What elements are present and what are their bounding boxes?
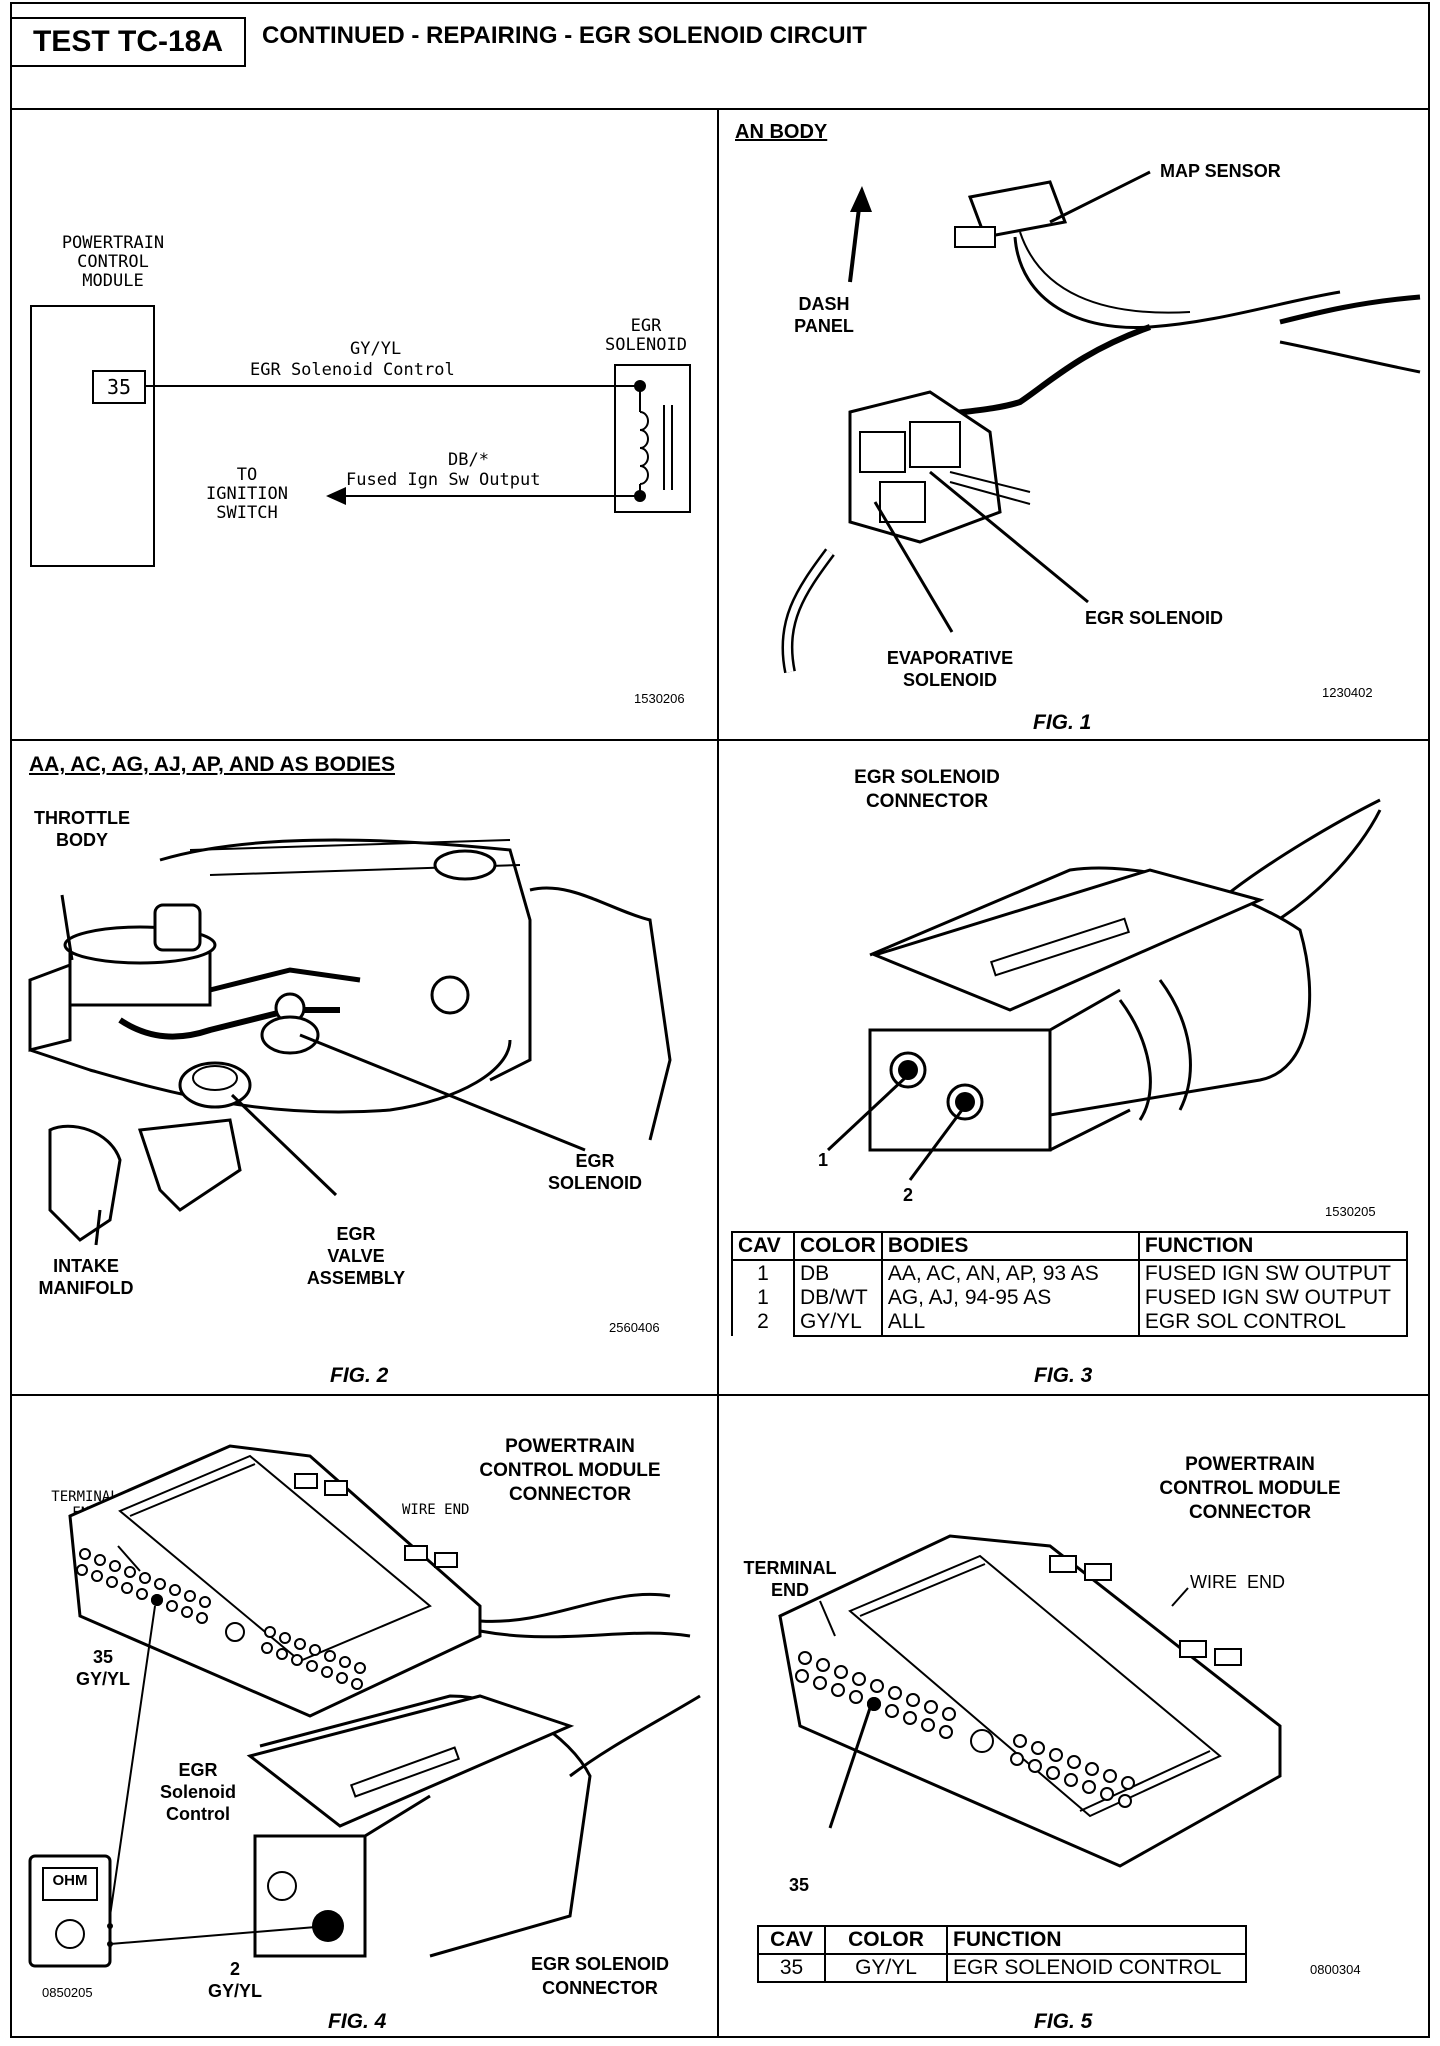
test-id-box: TEST TC-18A	[10, 17, 246, 67]
fig3-illustration	[826, 798, 1382, 1181]
fig4-pin-rows	[76, 1548, 366, 1690]
col-cav: CAV	[731, 1231, 795, 1261]
cell-cav: 1 1 2	[731, 1259, 795, 1336]
fig4-egr-control: EGR Solenoid Control	[160, 1760, 236, 1824]
ignition-label: TO IGNITION SWITCH	[206, 465, 288, 523]
schematic-code: 1530206	[634, 691, 685, 706]
fig5-table-header: CAV COLOR FUNCTION	[757, 1925, 1247, 1955]
fig2-heading: AA, AC, AG, AJ, AP, AND AS BODIES	[29, 753, 395, 776]
fig5-pin35: 35	[789, 1875, 810, 1895]
fig5-wire-end: WIRE END	[1190, 1572, 1286, 1592]
col-function: FUNCTION	[946, 1925, 1247, 1955]
cell-color: GY/YL	[824, 1953, 948, 1983]
fig3-table: CAV COLOR BODIES FUNCTION 1 1 2 DB DB/WT…	[731, 1231, 1409, 1337]
fig4-pin2: 2 GY/YL	[207, 1959, 262, 2001]
fig1-heading: AN BODY	[735, 121, 828, 143]
fig5-pcm-connector: POWERTRAIN CONTROL MODULE CONNECTOR	[1159, 1454, 1341, 1523]
fig3-code: 1530205	[1325, 1204, 1376, 1219]
table-row: 35 GY/YL EGR SOLENOID CONTROL	[757, 1953, 1247, 1983]
table-row: 1 1 2 DB DB/WT GY/YL AA, AC, AN, AP, 93 …	[731, 1259, 1409, 1337]
fig3-connector-label: EGR SOLENOID CONNECTOR	[854, 767, 1000, 812]
fig2-intake-manifold: INTAKE MANIFOLD	[38, 1256, 134, 1298]
solenoid-label: EGR SOLENOID	[605, 316, 687, 355]
fig4-pcm-connector: POWERTRAIN CONTROL MODULE CONNECTOR	[479, 1436, 661, 1505]
fig1-map-sensor: MAP SENSOR	[1160, 161, 1281, 181]
wire2-color: DB/*	[448, 450, 489, 470]
fig2-illustration	[28, 838, 672, 1246]
col-cav: CAV	[757, 1925, 826, 1955]
fig4-meter-label: OHM	[52, 1872, 88, 1889]
fig1-illustration	[781, 170, 1421, 674]
col-bodies: BODIES	[880, 1231, 1140, 1261]
cell-color: DB DB/WT GY/YL	[793, 1259, 883, 1337]
col-color: COLOR	[824, 1925, 948, 1955]
fig2-code: 2560406	[609, 1320, 660, 1335]
fig4-wire-end: WIRE END	[402, 1502, 470, 1518]
schematic-wires	[144, 364, 691, 513]
fig5-pin-rows	[795, 1651, 1135, 1808]
fig4-caption: FIG. 4	[328, 2010, 387, 2033]
fig1-dash-panel: DASH PANEL	[794, 294, 854, 336]
fig1-evap-solenoid: EVAPORATIVE SOLENOID	[886, 648, 1014, 690]
wire1-name: EGR Solenoid Control	[250, 360, 455, 380]
wire2-name: Fused Ign Sw Output	[346, 470, 541, 490]
col-function: FUNCTION	[1137, 1231, 1409, 1261]
fig3-caption: FIG. 3	[1034, 1364, 1093, 1387]
fig5-terminal-end: TERMINAL END	[743, 1558, 837, 1600]
grid-hline-1	[10, 739, 1430, 741]
pcm-box	[30, 305, 155, 567]
wire1-color: GY/YL	[350, 339, 402, 359]
fig1-egr-solenoid: EGR SOLENOID	[1085, 608, 1224, 628]
fig1-caption: FIG. 1	[1033, 711, 1092, 734]
fig5-caption: FIG. 5	[1034, 2010, 1093, 2033]
grid-hline-2	[10, 1394, 1430, 1396]
fig4-pin35: 35 GY/YL	[75, 1647, 130, 1689]
fig1-code: 1230402	[1322, 685, 1373, 700]
pcm-label: POWERTRAIN CONTROL MODULE	[61, 233, 165, 291]
grid-vline	[717, 110, 719, 2038]
fig3-table-header: CAV COLOR BODIES FUNCTION	[731, 1231, 1409, 1261]
fig2-egr-solenoid: EGR SOLENOID	[547, 1151, 642, 1193]
fig3-pin1: 1	[818, 1150, 829, 1170]
fig2-caption: FIG. 2	[330, 1364, 389, 1387]
col-color: COLOR	[793, 1231, 883, 1261]
fig3-pin2: 2	[903, 1185, 914, 1205]
fig4-egr-connector: EGR SOLENOID CONNECTOR	[530, 1954, 669, 1998]
cell-function: FUSED IGN SW OUTPUT FUSED IGN SW OUTPUT …	[1137, 1259, 1409, 1337]
test-id: TEST TC-18A	[32, 25, 224, 58]
cell-cav: 35	[757, 1953, 826, 1983]
fig5-illustration	[778, 1534, 1282, 1868]
fig5-code: 0800304	[1310, 1962, 1361, 1977]
cell-bodies: AA, AC, AN, AP, 93 AS AG, AJ, 94-95 AS A…	[880, 1259, 1140, 1337]
fig4-code: 0850205	[42, 1985, 93, 2000]
page-title: CONTINUED - REPAIRING - EGR SOLENOID CIR…	[262, 22, 867, 49]
fig5-table: CAV COLOR FUNCTION 35 GY/YL EGR SOLENOID…	[757, 1925, 1247, 1983]
fig2-throttle-body: THROTTLE BODY	[34, 808, 130, 850]
fig4-illustration	[28, 1444, 701, 1968]
fig2-egr-valve: EGR VALVE ASSEMBLY	[306, 1224, 406, 1288]
cell-function: EGR SOLENOID CONTROL	[946, 1953, 1247, 1983]
